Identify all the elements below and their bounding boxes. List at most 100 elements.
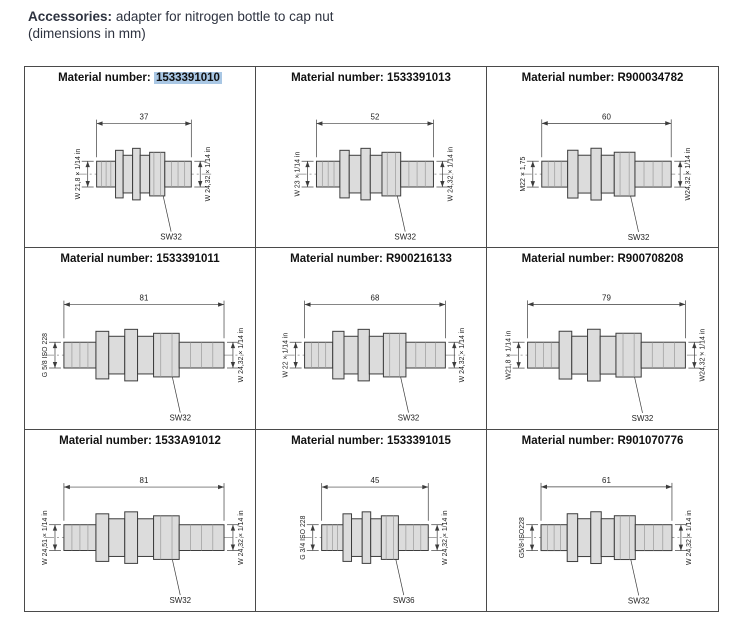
material-number-label: Material number:: [291, 434, 384, 447]
fitting-segment: [108, 336, 126, 375]
arrowhead: [218, 484, 225, 489]
material-number: R900708208: [617, 253, 684, 266]
arrowhead: [304, 302, 311, 308]
material-number-header: Material number: 1533A91012: [25, 430, 255, 452]
material-number-header: Material number: R900708208: [487, 248, 718, 270]
fitting-segment: [153, 514, 180, 560]
material-number-header: Material number: 1533391013: [256, 67, 486, 89]
wrench-size-label: SW32: [169, 596, 191, 605]
arrowhead: [52, 524, 58, 531]
material-number-label: Material number:: [291, 72, 384, 84]
fitting-segment: [153, 333, 180, 378]
dim-top-label: 68: [371, 294, 380, 303]
material-number-label: Material number:: [60, 253, 154, 266]
arrowhead: [316, 121, 323, 126]
dim-left-label: G5/8-ISO228: [519, 517, 526, 558]
arrowhead: [52, 544, 58, 551]
fitting-segment: [369, 154, 383, 194]
arrowhead: [185, 121, 192, 126]
material-number-header: Material number: R900034782: [487, 67, 718, 89]
fitting-segment: [599, 336, 617, 375]
arrowhead: [529, 524, 535, 531]
arrowhead: [541, 121, 548, 126]
arrowhead: [679, 302, 686, 307]
fitting-segment: [124, 510, 139, 564]
title-accessories: Accessories:: [28, 9, 113, 24]
material-number-header: Material number: 1533391010: [25, 67, 255, 89]
material-number: 1533391010: [153, 72, 222, 84]
arrowhead: [527, 302, 534, 307]
dim-right-label: W24,32 × 1/14 in: [699, 329, 706, 382]
fitting-segment: [348, 154, 362, 194]
fitting-segment: [368, 336, 384, 375]
arrowhead: [63, 302, 70, 308]
dim-left-label: W 21,8 × 1/14 in: [75, 149, 82, 200]
leader-line: [171, 559, 181, 595]
leader-line: [171, 377, 181, 414]
dim-top-label: 61: [602, 476, 611, 485]
leader-line: [396, 195, 406, 232]
fitting-segment: [361, 510, 372, 564]
fitting-segment: [370, 517, 382, 557]
fitting-segment: [332, 331, 345, 380]
fitting-segment: [357, 329, 370, 382]
arrowhead: [321, 484, 328, 489]
arrowhead: [439, 302, 446, 308]
arrowhead: [230, 362, 236, 369]
material-number: R900216133: [386, 253, 452, 266]
arrowhead: [96, 121, 103, 126]
arrowhead: [85, 181, 90, 188]
fitting-segment: [137, 517, 155, 557]
arrowhead: [434, 524, 440, 531]
dim-right-label: W 24,32 × 1/14 in: [238, 328, 245, 383]
fitting-segment: [577, 517, 592, 557]
dim-top-label: 52: [371, 113, 380, 122]
fitting-segment: [590, 147, 602, 201]
arrowhead: [198, 161, 203, 168]
arrowhead: [516, 362, 521, 369]
arrowhead: [293, 342, 298, 349]
wrench-size-label: SW32: [628, 596, 650, 605]
arrowhead: [198, 181, 203, 188]
material-number-label: Material number:: [58, 72, 151, 84]
arrowhead: [85, 161, 90, 168]
fitting-segment: [95, 331, 110, 380]
dim-top-label: 79: [602, 294, 611, 303]
fitting-segment: [590, 510, 602, 564]
arrowhead: [678, 524, 684, 531]
wrench-size-label: SW36: [393, 596, 415, 605]
arrowhead: [452, 362, 457, 369]
arrowhead: [310, 544, 315, 551]
dim-right-label: W 24,32 × 1/14 in: [459, 328, 466, 383]
arrowhead: [440, 161, 445, 168]
arrowhead: [452, 342, 457, 349]
fitting-segment: [342, 512, 353, 562]
fitting-segment: [149, 151, 166, 197]
fitting-segment: [132, 147, 141, 201]
dim-top-label: 60: [602, 112, 611, 121]
arrowhead: [293, 362, 298, 369]
dim-right-label: W24,32 × 1/14 in: [685, 148, 692, 201]
dim-left-label: G 3/4 ISO 228: [300, 515, 307, 559]
arrowhead: [529, 544, 535, 551]
material-number-label: Material number:: [521, 253, 615, 266]
leader-line: [630, 195, 639, 232]
material-number: R900034782: [617, 72, 684, 84]
dim-right-label: W 24,32 × 1/14 in: [686, 510, 693, 565]
fitting-segment: [108, 517, 126, 557]
dim-left-label: M22 × 1,75: [520, 157, 527, 192]
material-number: R901070776: [617, 434, 684, 447]
leader-line: [634, 377, 643, 414]
arrowhead: [665, 121, 672, 126]
arrowhead: [692, 342, 697, 349]
